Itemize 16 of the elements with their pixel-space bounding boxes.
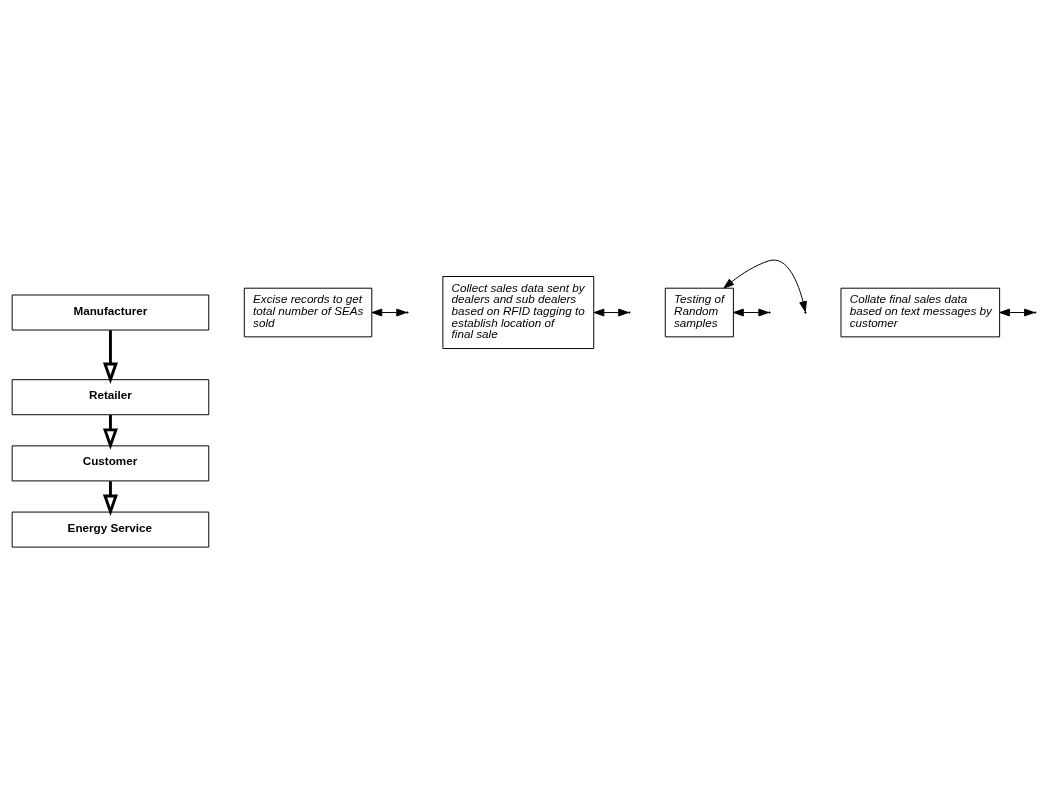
arrow xyxy=(371,308,407,317)
node-box: Collate final sales data based on text messages by customer xyxy=(840,287,1001,338)
arrow xyxy=(723,259,807,312)
node-box: Manufacturer xyxy=(11,294,210,331)
node-box: Energy Service xyxy=(11,511,210,548)
node-box: Collect sales data sent by dealers and sub dealers based on RFID tagging to establish location of final sale xyxy=(442,276,595,350)
node-box: Testing of Random samples xyxy=(664,287,734,338)
arrow xyxy=(102,481,118,517)
arrow xyxy=(733,308,770,317)
arrow xyxy=(593,308,629,317)
node-box: Retailer xyxy=(11,379,210,416)
node-box: Excise records to get total number of SEAs sold xyxy=(243,287,373,338)
arrow xyxy=(102,330,118,384)
node-box: Customer xyxy=(11,445,210,482)
arrow xyxy=(102,415,118,450)
arrow xyxy=(999,308,1035,317)
